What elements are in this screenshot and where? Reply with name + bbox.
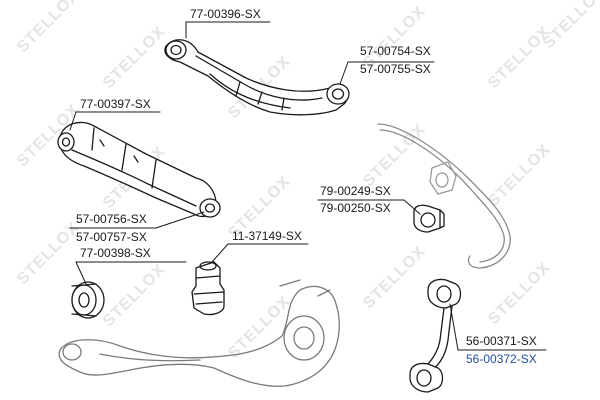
knuckle-bushing-illustration — [71, 281, 105, 319]
leader-lines — [69, 21, 547, 351]
label-knuckle-bushing: 77-00398-SX — [80, 246, 151, 260]
label-upper-arm-bushing-a: 57-00754-SX — [360, 44, 431, 58]
label-stabilizer-bushing-b: 79-00250-SX — [320, 201, 391, 215]
lower-arm-illustration — [57, 121, 221, 218]
label-upper-arm: 77-00396-SX — [190, 7, 261, 21]
stabilizer-bushing-ghost — [429, 161, 457, 195]
label-bump-stop: 11-37149-SX — [232, 229, 302, 243]
label-lower-arm: 77-00397-SX — [80, 97, 151, 111]
label-lower-arm-bushing-b: 57-00757-SX — [76, 230, 147, 244]
knuckle-illustration — [58, 279, 340, 387]
label-stabilizer-link-b: 56-00372-SX — [466, 352, 537, 366]
stabilizer-bar-illustration — [377, 123, 511, 269]
bump-stop-illustration — [191, 261, 225, 316]
label-stabilizer-link-a: 56-00371-SX — [466, 334, 537, 348]
label-lower-arm-bushing-a: 57-00756-SX — [76, 212, 147, 226]
label-stabilizer-bushing-a: 79-00249-SX — [320, 184, 391, 198]
stabilizer-bushing-illustration — [413, 204, 445, 233]
upper-arm-illustration — [164, 39, 350, 116]
label-upper-arm-bushing-b: 57-00755-SX — [360, 62, 431, 76]
stabilizer-link-illustration — [409, 278, 462, 393]
